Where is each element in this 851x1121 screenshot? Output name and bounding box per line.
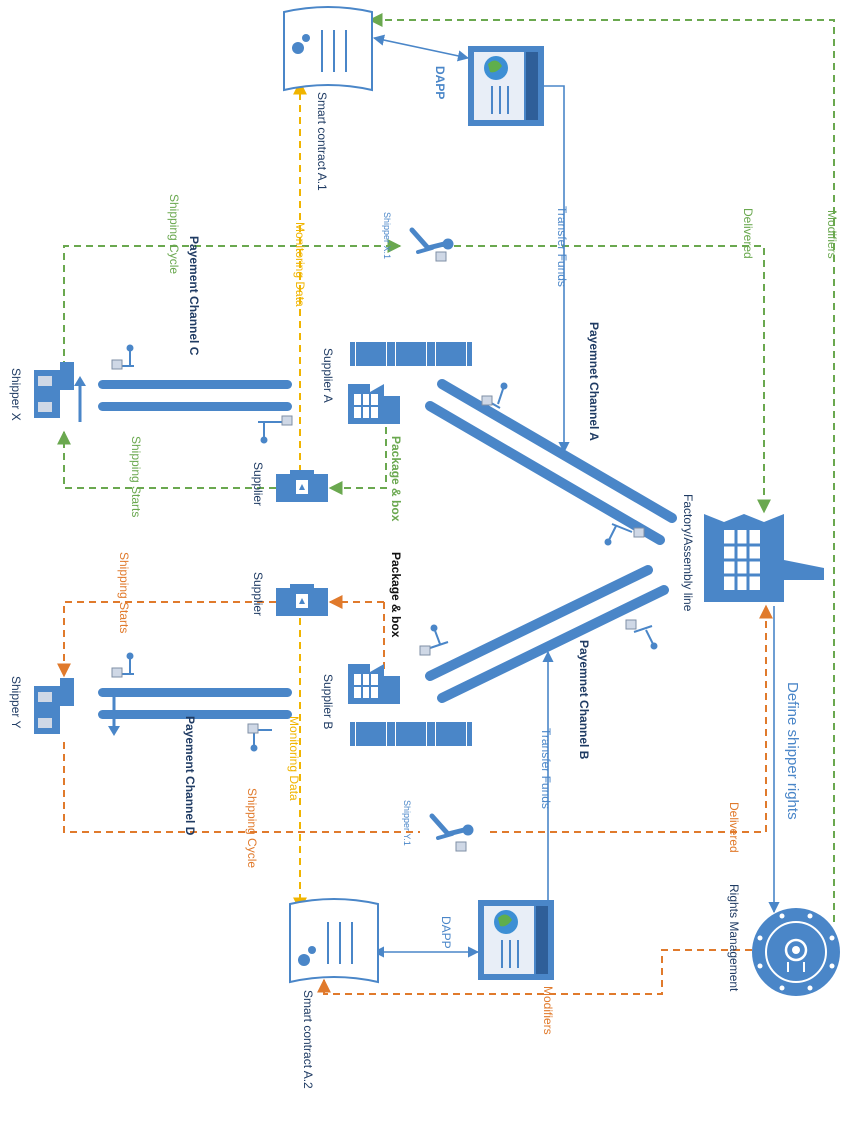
shipper-person-icon <box>409 227 454 262</box>
channel-b-label: Payemnet Channel B <box>577 640 591 760</box>
labels: Smart contract A.1 Smart contract A.2 DA… <box>9 66 839 1089</box>
smart-contract-1-label: Smart contract A.1 <box>315 92 329 191</box>
factory-label: Factory/Assembly line <box>681 494 695 612</box>
modifiers-orange-label: Modifiers <box>541 986 555 1035</box>
package-box-icon <box>276 470 328 502</box>
supplier-a-label: Supplier A <box>321 348 335 403</box>
shipping-cycle-orange-label: Shipping Cycle <box>245 788 259 868</box>
channel-c-label: Payement Channel C <box>187 236 201 356</box>
package-box-green-label: Package & box <box>389 436 403 522</box>
crate-icon <box>430 722 472 746</box>
delivered-orange-label: Delivered <box>727 802 741 853</box>
robot-arm-icon <box>481 382 508 409</box>
rights-management-label: Rights Management <box>727 884 741 992</box>
modifiers-orange-connector <box>317 949 752 995</box>
shipper-y1-label: Shipper Y.1 <box>402 800 412 846</box>
transfer-funds-2-label: Transfer Funds <box>539 728 553 809</box>
supplier-factory-icon <box>348 384 400 424</box>
transfer-funds-1-label: Transfer Funds <box>555 206 569 287</box>
delivered-orange-connector <box>490 604 773 833</box>
supplier-b-label: Supplier B <box>321 674 335 729</box>
robot-arm-icon <box>111 344 134 370</box>
package-box-green-connector <box>328 422 387 495</box>
crate-icon <box>350 342 392 366</box>
shipping-starts-orange-label: Shipping Starts <box>117 552 131 633</box>
shipping-starts-green-label: Shipping Starts <box>129 436 143 517</box>
package-box-black-label: Package & box <box>389 552 403 638</box>
robot-arm-icon <box>604 523 645 546</box>
supplier-2-label: Supplier <box>251 572 265 616</box>
shipping-cycle-green-connector <box>63 239 402 368</box>
modifiers-green-label: Modifiers <box>825 210 839 259</box>
smart-contract-2-label: Smart contract A.2 <box>301 990 315 1089</box>
connectors <box>57 13 835 995</box>
channel-c-pipes <box>98 380 292 411</box>
channel-b-pipes <box>425 565 669 703</box>
robot-arm-icon <box>258 415 293 444</box>
shipping-cycle-orange-connector <box>63 742 420 833</box>
robot-arm-icon <box>111 652 134 678</box>
dapp-2-label: DAPP <box>439 916 453 949</box>
monitoring-data-1-label: Monitoring Data <box>293 222 307 307</box>
monitoring-data-2-label: Monitoring Data <box>287 716 301 801</box>
shipper-person-icon <box>429 813 474 852</box>
factory-icon <box>704 514 824 602</box>
shipper-x1-label: Shipper X.1 <box>382 212 392 259</box>
robot-arms <box>111 344 658 752</box>
dapp-window-icon <box>478 900 554 980</box>
supplier-1-label: Supplier <box>251 462 265 506</box>
shipping-starts-green-connector <box>57 430 276 489</box>
transfer-funds-1-connector <box>544 85 570 454</box>
dapp-1-contract-link <box>372 34 470 62</box>
channel-a-pipes <box>425 379 677 545</box>
shipping-starts-orange-connector <box>57 601 276 678</box>
shipper-x-label: Shipper X <box>9 368 23 421</box>
supplier-factory-icon <box>348 664 400 704</box>
channel-d-pipes <box>98 688 292 719</box>
delivered-green-label: Delivered <box>741 208 755 259</box>
supplier-a-crates <box>350 342 472 366</box>
smart-contract-icon <box>283 6 373 92</box>
crate-icon <box>390 342 432 366</box>
truck-icon <box>34 678 120 736</box>
robot-arm-icon <box>419 624 449 656</box>
channel-a-label: Payemnet Channel A <box>587 322 601 441</box>
package-box-icon <box>276 584 328 616</box>
supplier-b-crates <box>350 722 472 746</box>
truck-icon <box>34 362 86 422</box>
crate-icon <box>390 722 432 746</box>
shipper-y-label: Shipper Y <box>9 676 23 728</box>
shipping-cycle-green-label: Shipping Cycle <box>167 194 181 274</box>
payment-channels <box>98 379 677 719</box>
robot-arm-icon <box>625 619 658 650</box>
modifiers-green-connector <box>368 13 835 922</box>
channel-d-label: Payement Channel D <box>183 716 197 836</box>
robot-arm-icon <box>247 723 272 752</box>
define-rights-label: Define shipper rights <box>784 682 801 820</box>
dapp-window-icon <box>468 46 544 126</box>
crate-icon <box>350 722 392 746</box>
rights-management-icon <box>752 908 840 996</box>
delivered-green-connector <box>430 245 771 514</box>
crate-icon <box>430 342 472 366</box>
dapp-1-label: DAPP <box>433 66 447 99</box>
smart-contract-icon <box>289 898 379 984</box>
